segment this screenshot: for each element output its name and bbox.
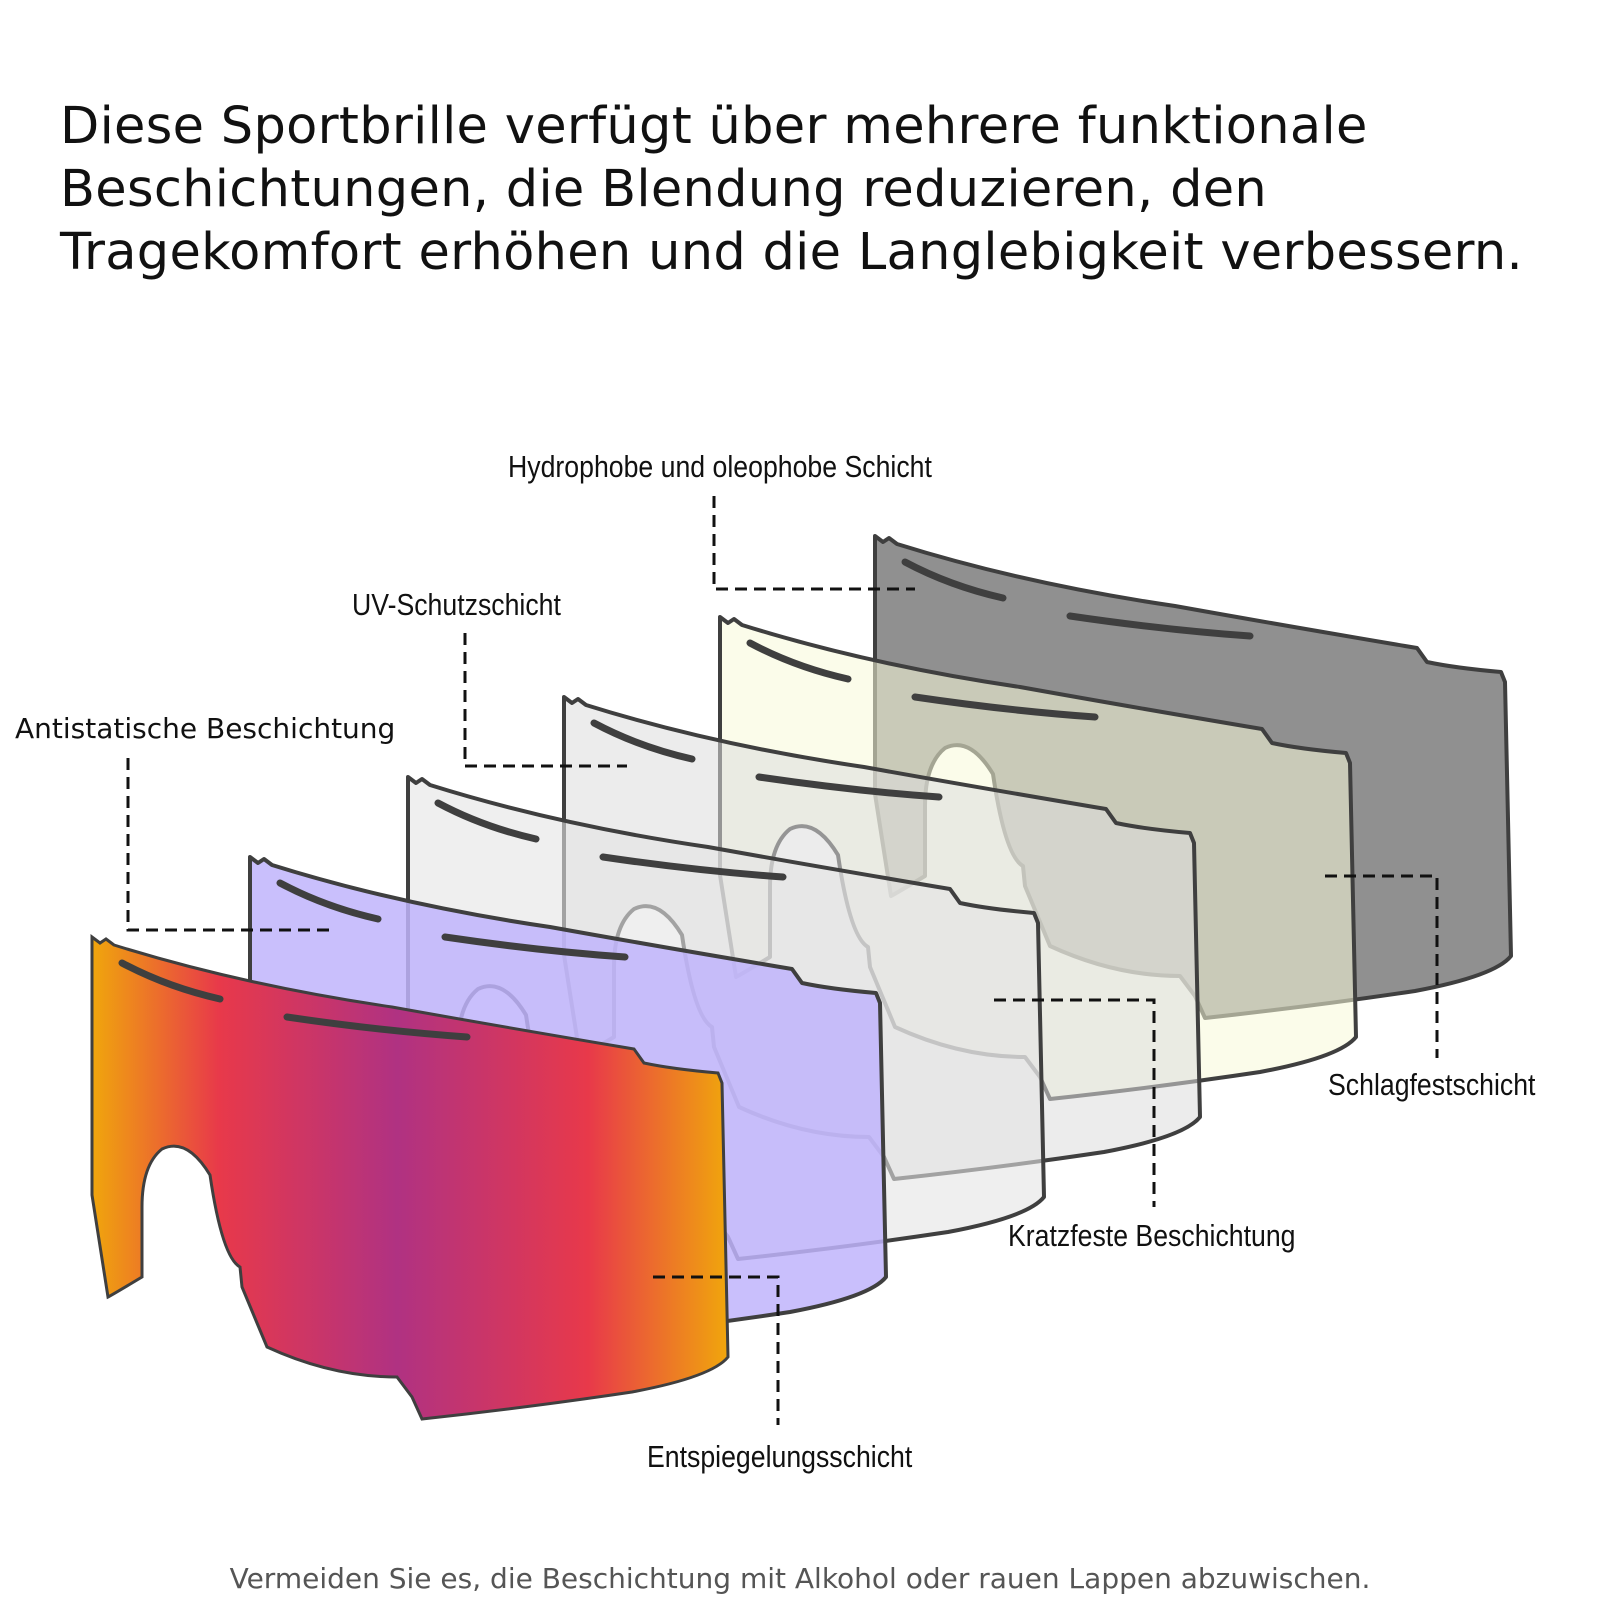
headline: Diese Sportbrille verfügt über mehrere f… (60, 95, 1560, 284)
leader-lines (126, 496, 1439, 1425)
leader-hydrophobic (712, 496, 915, 591)
leader-antistatic (126, 758, 330, 932)
leader-scratch (994, 998, 1156, 1207)
leader-impact (1325, 874, 1439, 1058)
label-antistatic: Antistatische Beschichtung (15, 712, 396, 745)
headline-line-3: Tragekomfort erhöhen und die Langlebigke… (60, 223, 1524, 282)
label-uv: UV-Schutzschicht (352, 587, 561, 622)
leader-antireflective (653, 1275, 780, 1425)
leader-uv (463, 633, 627, 768)
headline-line-2: Beschichtungen, die Blendung reduzieren,… (60, 160, 1268, 219)
label-hydrophobic: Hydrophobe und oleophobe Schicht (508, 449, 932, 484)
headline-line-1: Diese Sportbrille verfügt über mehrere f… (60, 97, 1368, 156)
label-scratch: Kratzfeste Beschichtung (1008, 1218, 1296, 1253)
care-footnote: Vermeiden Sie es, die Beschichtung mit A… (229, 1562, 1371, 1595)
label-impact: Schlagfestschicht (1328, 1067, 1536, 1102)
label-antireflective: Entspiegelungsschicht (647, 1439, 913, 1474)
